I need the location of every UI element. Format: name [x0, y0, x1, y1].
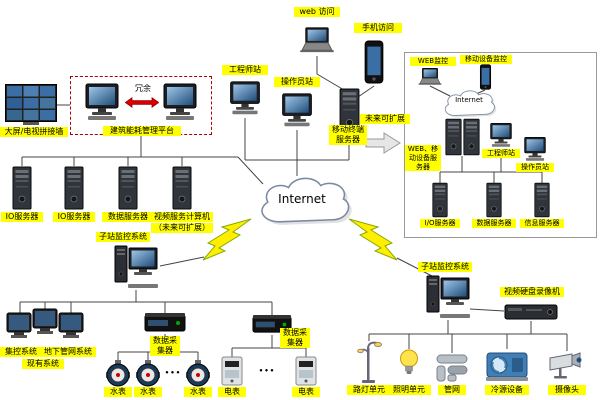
panel-io-server-label: I/O服务器	[420, 219, 460, 228]
data-server-label: 数据服务器	[102, 212, 154, 222]
redundancy-arrow-icon	[125, 97, 159, 108]
internet-label: Internet	[278, 192, 326, 206]
video-wall-label: 大屏/电视拼接墙	[0, 127, 68, 137]
future-expandable-label: 未来可扩展	[360, 114, 410, 124]
central-control-label: 集控系统	[0, 347, 42, 357]
panel-web-server-b-icon	[463, 118, 480, 156]
mobile-access-label: 手机访问	[354, 23, 402, 33]
camera-label: 摄像头	[548, 385, 586, 395]
data-collector-2-label: 数据采集器	[280, 328, 310, 348]
street-lamp-icon	[356, 341, 382, 384]
panel-operator-computer-icon	[524, 136, 546, 162]
panel-engineer-station-label: 工程师站	[482, 149, 520, 158]
platform-computer-b-icon	[163, 83, 197, 121]
operator-station-label: 操作员站	[274, 77, 320, 87]
video-server-note-label: （未来可扩展）	[151, 223, 213, 233]
redundancy-label: 冗余	[135, 84, 151, 93]
panel-io-server-icon	[432, 182, 448, 218]
substation-right-computer-icon	[426, 275, 470, 319]
panel-operator-station-label: 操作员站	[516, 163, 554, 172]
legacy-monitor-3-icon	[58, 312, 84, 339]
chiller-icon	[486, 352, 528, 382]
street-lamp-label: 路灯单元	[347, 385, 391, 395]
water-meter-3-label: 水表	[184, 387, 212, 397]
panel-data-server-icon	[486, 182, 502, 218]
pipe-network-icon	[436, 354, 468, 382]
lighting-unit-label: 照明单元	[387, 385, 431, 395]
electric-meter-2-label: 电表	[292, 387, 320, 397]
ellipsis-water: •••	[164, 369, 182, 377]
lightning-right-icon	[348, 218, 398, 261]
video-wall-icon	[5, 84, 57, 126]
future-expansion-panel	[404, 52, 597, 238]
platform-label: 建筑能耗管理平台	[103, 126, 181, 136]
water-meter-2-icon	[136, 360, 160, 387]
engineer-station-label: 工程师站	[222, 65, 268, 75]
dvr-label: 视频硬盘录像机	[500, 287, 564, 297]
video-server-icon	[172, 166, 192, 210]
engineer-computer-icon	[230, 81, 260, 115]
pipe-network-label: 管网	[438, 385, 466, 395]
panel-internet-label: Internet	[455, 96, 483, 104]
substation-left-label: 子站监控系统	[96, 232, 150, 242]
panel-web-server-a-icon	[445, 118, 462, 156]
electric-meter-1-icon	[221, 356, 243, 386]
panel-engineer-computer-icon	[490, 122, 512, 148]
electric-meter-2-icon	[295, 356, 317, 386]
mobile-phone-icon	[364, 40, 384, 84]
substation-right-label: 子站监控系统	[418, 262, 472, 272]
lightning-left-icon	[202, 218, 252, 261]
dvr-icon	[504, 304, 558, 320]
panel-info-server-label: 信息服务器	[520, 219, 564, 228]
panel-web-monitor-label: WEB监控	[410, 57, 456, 66]
operator-computer-icon	[282, 93, 312, 127]
water-meter-3-icon	[186, 360, 210, 387]
cold-source-label: 冷源设备	[485, 385, 529, 395]
video-server-label: 视频服务计算机	[151, 212, 213, 222]
io-server-1-label: IO服务器	[1, 212, 43, 222]
panel-laptop-icon	[418, 67, 442, 86]
legacy-monitor-2-icon	[32, 308, 58, 335]
io-server-2-icon	[64, 166, 84, 210]
light-bulb-icon	[400, 349, 418, 375]
existing-system-label: 现有系统	[22, 359, 64, 369]
water-meter-1-icon	[106, 360, 130, 387]
substation-left-computer-icon	[114, 245, 158, 289]
panel-web-mobile-server-label: WEB、移动设备服务器	[405, 145, 441, 172]
platform-computer-a-icon	[85, 83, 119, 121]
panel-data-server-label: 数据服务器	[472, 219, 516, 228]
web-access-label: web 访问	[294, 7, 340, 17]
panel-mobile-monitor-label: 移动设备监控	[460, 55, 512, 64]
data-collector-1-icon	[144, 312, 186, 332]
ellipsis-electric: •••	[258, 367, 276, 375]
cctv-camera-icon	[549, 352, 582, 379]
web-laptop-icon	[299, 27, 335, 53]
io-server-2-label: IO服务器	[53, 212, 95, 222]
electric-meter-1-label: 电表	[218, 387, 246, 397]
legacy-monitor-1-icon	[6, 312, 32, 339]
water-meter-2-label: 水表	[134, 387, 162, 397]
expand-arrow-icon	[365, 132, 401, 154]
water-meter-1-label: 水表	[104, 387, 132, 397]
io-server-1-icon	[12, 166, 32, 210]
mobile-terminal-server-label: 移动终端服务器	[329, 125, 367, 145]
underground-pipe-system-label: 地下管网系统	[40, 347, 96, 357]
data-collector-1-label: 数据采集器	[150, 336, 180, 356]
panel-info-server-icon	[534, 182, 550, 218]
data-server-icon	[118, 166, 138, 210]
